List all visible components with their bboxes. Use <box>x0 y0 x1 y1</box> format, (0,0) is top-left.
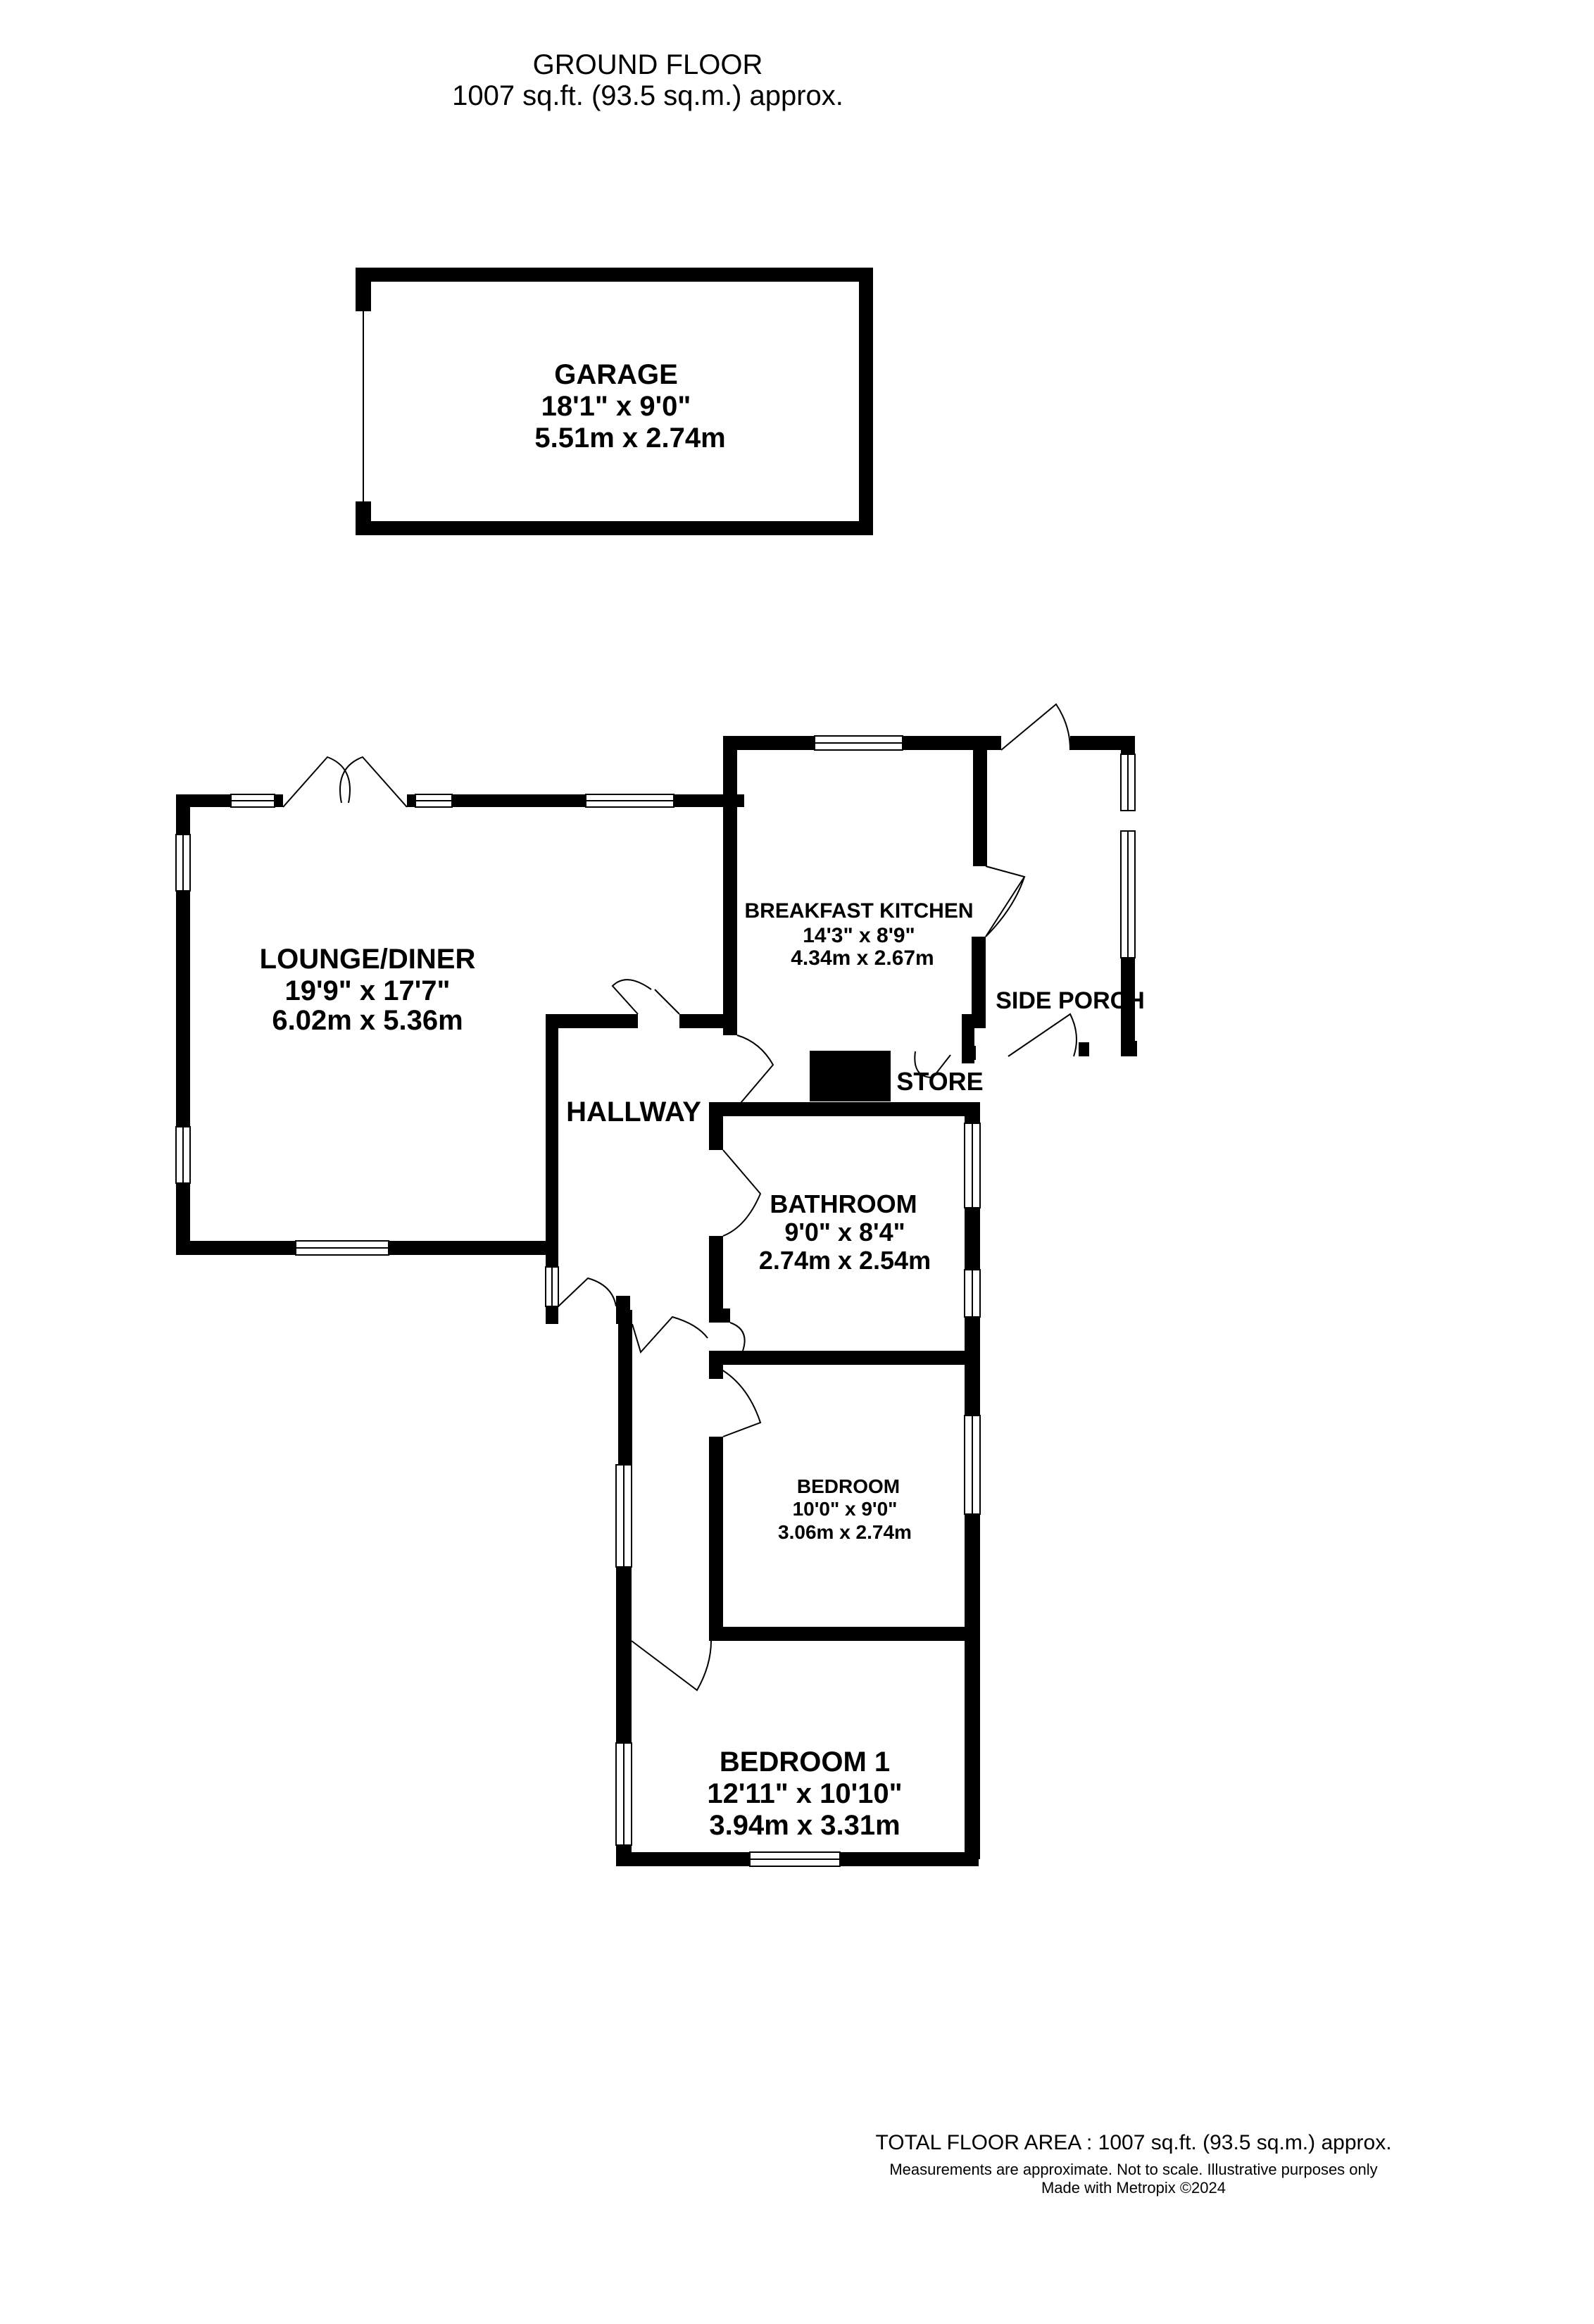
side-porch: SIDE PORCH <box>996 987 1145 1014</box>
lounge-name: LOUNGE/DINER <box>260 944 476 975</box>
bathroom-lower-door <box>729 1322 746 1351</box>
windows <box>175 735 1136 1867</box>
side-porch-name: SIDE PORCH <box>996 987 1145 1014</box>
garage: GARAGE 18'1" x 9'0" 5.51m x 2.74m <box>356 268 873 535</box>
bedroom-1: BEDROOM 1 12'11" x 10'10" 3.94m x 3.31m <box>707 1747 902 1841</box>
floor-title: GROUND FLOOR <box>532 49 763 80</box>
window-glazing-lines <box>182 742 1129 1860</box>
plan-footer: TOTAL FLOOR AREA : 1007 sq.ft. (93.5 sq.… <box>831 2130 1436 2197</box>
doors <box>282 703 1077 1692</box>
garage-imperial: 18'1" x 9'0" <box>541 391 691 422</box>
store: STORE <box>896 1067 983 1096</box>
lounge-door <box>611 979 652 1015</box>
lounge-patio-door <box>282 756 351 808</box>
bathroom-door <box>722 1149 762 1237</box>
bathroom: BATHROOM 9'0" x 8'4" 2.74m x 2.54m <box>759 1189 931 1275</box>
kitchen-name: BREAKFAST KITCHEN <box>744 899 973 923</box>
kitchen-door <box>736 1035 774 1108</box>
disclaimer: Measurements are approximate. Not to sca… <box>889 2161 1378 2178</box>
house-walls <box>176 736 1137 1866</box>
lounge-imperial: 19'9" x 17'7" <box>285 975 451 1006</box>
bedroom1-name: BEDROOM 1 <box>720 1747 890 1778</box>
bathroom-imperial: 9'0" x 8'4" <box>784 1218 905 1247</box>
store-door <box>914 1051 951 1079</box>
bathroom-metric: 2.74m x 2.54m <box>759 1246 931 1275</box>
porch-outer-door <box>1000 703 1071 751</box>
lounge-metric: 6.02m x 5.36m <box>272 1005 463 1036</box>
floor-header: GROUND FLOOR 1007 sq.ft. (93.5 sq.m.) ap… <box>394 49 901 111</box>
hallway: HALLWAY <box>566 1097 701 1127</box>
bedroom-imperial: 10'0" x 9'0" <box>793 1498 898 1520</box>
bedroom1-door <box>631 1640 712 1692</box>
bathroom-name: BATHROOM <box>770 1189 917 1218</box>
breakfast-kitchen: BREAKFAST KITCHEN 14'3" x 8'9" 4.34m x 2… <box>744 899 973 970</box>
floor-area: 1007 sq.ft. (93.5 sq.m.) approx. <box>452 80 843 111</box>
bedroom-name: BEDROOM <box>797 1475 900 1497</box>
hallway-front-door <box>558 1277 617 1307</box>
credit: Made with Metropix ©2024 <box>1041 2179 1226 2197</box>
kitchen-metric: 4.34m x 2.67m <box>791 947 934 970</box>
bedroom1-metric: 3.94m x 3.31m <box>709 1810 900 1841</box>
bedroom: BEDROOM 10'0" x 9'0" 3.06m x 2.74m <box>778 1475 912 1543</box>
bedroom-door <box>712 1364 762 1437</box>
total-floor-area: TOTAL FLOOR AREA : 1007 sq.ft. (93.5 sq.… <box>875 2131 1392 2154</box>
lounge-door-right <box>654 989 680 1015</box>
lounge-patio-door-right <box>339 756 408 808</box>
hallway-rear-door <box>632 1316 708 1354</box>
porch-inner-door <box>985 866 1026 937</box>
kitchen-imperial: 14'3" x 8'9" <box>803 924 915 947</box>
store-name: STORE <box>896 1067 983 1096</box>
porch-side-door <box>1008 1013 1077 1057</box>
garage-metric: 5.51m x 2.74m <box>534 423 725 454</box>
garage-walls <box>356 268 873 535</box>
bedroom1-imperial: 12'11" x 10'10" <box>707 1778 902 1809</box>
garage-name: GARAGE <box>554 359 678 390</box>
bedroom-metric: 3.06m x 2.74m <box>778 1521 912 1543</box>
hallway-name: HALLWAY <box>566 1097 701 1127</box>
lounge-diner: LOUNGE/DINER 19'9" x 17'7" 6.02m x 5.36m <box>260 944 476 1036</box>
